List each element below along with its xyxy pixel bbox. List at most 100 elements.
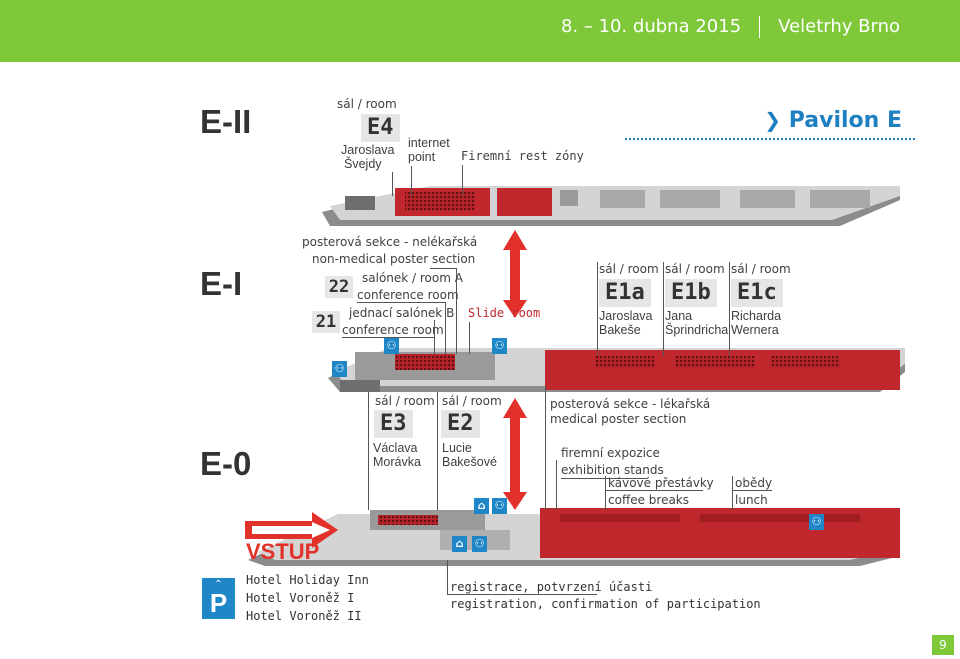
jednaci-b-conf: conference room xyxy=(342,323,444,337)
event-venue: Veletrhy Brno xyxy=(778,16,900,37)
parking-icon: ⌃ P xyxy=(202,578,235,619)
e1b-room-label: sál / room xyxy=(665,262,725,276)
chevron-right-icon: ❯ xyxy=(764,108,782,132)
e1b-person-line2: Šprindricha xyxy=(665,323,729,337)
hotel-3: Hotel Voroněž II xyxy=(246,609,362,623)
registration-divider xyxy=(447,594,597,595)
e4-room-label: sál / room xyxy=(337,97,397,111)
salonek-a-label: salónek / room A xyxy=(362,271,463,285)
room-number-22: 22 xyxy=(325,276,353,298)
lunch-leader xyxy=(732,476,733,510)
salonek-a-leader-v xyxy=(445,302,446,354)
e1-poster-line2: non-medical poster section xyxy=(312,252,476,266)
e1c-person-line1: Richarda xyxy=(731,309,782,323)
header-bar xyxy=(0,0,960,62)
expo-line2: exhibition stands xyxy=(561,463,664,477)
floor-e1 xyxy=(328,348,905,392)
internet-leader xyxy=(411,166,412,196)
salonek-a-conf: conference room xyxy=(357,288,459,302)
level-e2-title: E-II xyxy=(200,103,252,140)
level-e1-title: E-I xyxy=(200,265,243,302)
wardrobe-icon: ⌂ xyxy=(474,498,489,514)
e4-person-line1: Jaroslava xyxy=(341,143,395,157)
hotel-2: Hotel Voroněž I xyxy=(246,591,355,605)
e1a-room-code: E1a xyxy=(599,279,651,307)
dotted-divider xyxy=(625,138,915,140)
floor-e2 xyxy=(322,186,900,226)
header-divider xyxy=(759,16,761,38)
restroom-icon: ⚇ xyxy=(492,338,507,354)
e1b-leader xyxy=(663,262,664,356)
e1a-person-line1: Jaroslava xyxy=(599,309,653,323)
e1b-person-line1: Jana xyxy=(665,309,693,323)
e1a-person-line2: Bakeše xyxy=(599,323,641,337)
e0-poster-leader xyxy=(545,386,546,510)
entrance-label: VSTUP xyxy=(246,539,320,564)
e1a-room-label: sál / room xyxy=(599,262,659,276)
room-code-e1a: E1a xyxy=(599,279,651,307)
coffee-line2: coffee breaks xyxy=(608,493,690,507)
connection-arrow-e1 xyxy=(503,230,527,318)
lunch-line1: obědy xyxy=(735,476,773,490)
registration-leader xyxy=(447,560,448,594)
e1c-leader xyxy=(729,262,730,356)
e0-poster-line1: posterová sekce - lékařská xyxy=(550,397,711,411)
coffee-line1: kávové přestávky xyxy=(608,476,714,490)
e4-room-code: E4 xyxy=(361,114,400,142)
expo-leader-v xyxy=(556,460,557,510)
salonek-a-leader-h xyxy=(357,302,445,303)
coffee-divider xyxy=(605,490,703,491)
internet-line1: internet xyxy=(408,136,450,150)
e3-person-line2: Morávka xyxy=(373,455,421,469)
floor-e0 xyxy=(248,508,900,566)
restroom-icon: ⚇ xyxy=(809,514,824,530)
e1-poster-leader-h xyxy=(430,268,456,269)
event-dates: 8. – 10. dubna 2015 xyxy=(560,16,742,37)
lunch-divider xyxy=(732,490,772,491)
e2-leader xyxy=(437,392,438,510)
e4-person-line2: Švejdy xyxy=(344,157,382,171)
expo-leader-h xyxy=(561,478,647,479)
e3-room-label: sál / room xyxy=(375,394,435,408)
internet-line2: point xyxy=(408,150,436,164)
firemni-label: Firemní rest zóny xyxy=(461,149,584,163)
e0-poster-line2: medical poster section xyxy=(550,412,687,426)
pavilon-title: ❯ Pavilon E xyxy=(764,108,902,133)
page-number: 9 xyxy=(932,635,954,655)
e2-room-code: E2 xyxy=(441,410,480,438)
e1c-person-line2: Wernera xyxy=(731,323,779,337)
e1c-room-code: E1c xyxy=(731,279,783,307)
e1c-room-label: sál / room xyxy=(731,262,791,276)
e3-room-code: E3 xyxy=(374,410,413,438)
e4-leader xyxy=(392,172,393,196)
room-code-e2: E2 xyxy=(441,410,480,438)
lunch-line2: lunch xyxy=(735,493,768,507)
hotel-1: Hotel Holiday Inn xyxy=(246,573,369,587)
jednaci-b-label: jednací salónek B xyxy=(349,306,455,320)
jednaci-b-leader-h xyxy=(342,337,434,338)
room-code-e4: E4 xyxy=(361,114,400,142)
e2-room-label: sál / room xyxy=(442,394,502,408)
restroom-icon: ⚇ xyxy=(332,361,347,377)
restroom-icon: ⚇ xyxy=(492,498,507,514)
coffee-leader xyxy=(605,476,606,510)
e1b-room-code: E1b xyxy=(665,279,717,307)
room-code-e1b: E1b xyxy=(665,279,717,307)
e2-person-line1: Lucie xyxy=(442,441,472,455)
e1-poster-line1: posterová sekce - nelékařská xyxy=(302,235,478,249)
e3-person-line1: Václava xyxy=(373,441,418,455)
registration-line1: registrace, potvrzení účasti xyxy=(450,580,653,594)
e3-leader xyxy=(368,392,369,510)
room-code-e3: E3 xyxy=(374,410,413,438)
e1-poster-leader-v xyxy=(456,268,457,354)
firemni-leader xyxy=(462,165,463,195)
level-e0-title: E-0 xyxy=(200,445,252,482)
wardrobe-icon: ⌂ xyxy=(452,536,467,552)
pavilon-label: Pavilon E xyxy=(788,108,902,133)
connection-arrow-e0 xyxy=(503,398,527,510)
registration-line2: registration, confirmation of participat… xyxy=(450,597,761,611)
restroom-icon: ⚇ xyxy=(384,338,399,354)
e2-person-line2: Bakešové xyxy=(442,455,497,469)
slide-room-label: Slide room xyxy=(468,306,541,320)
